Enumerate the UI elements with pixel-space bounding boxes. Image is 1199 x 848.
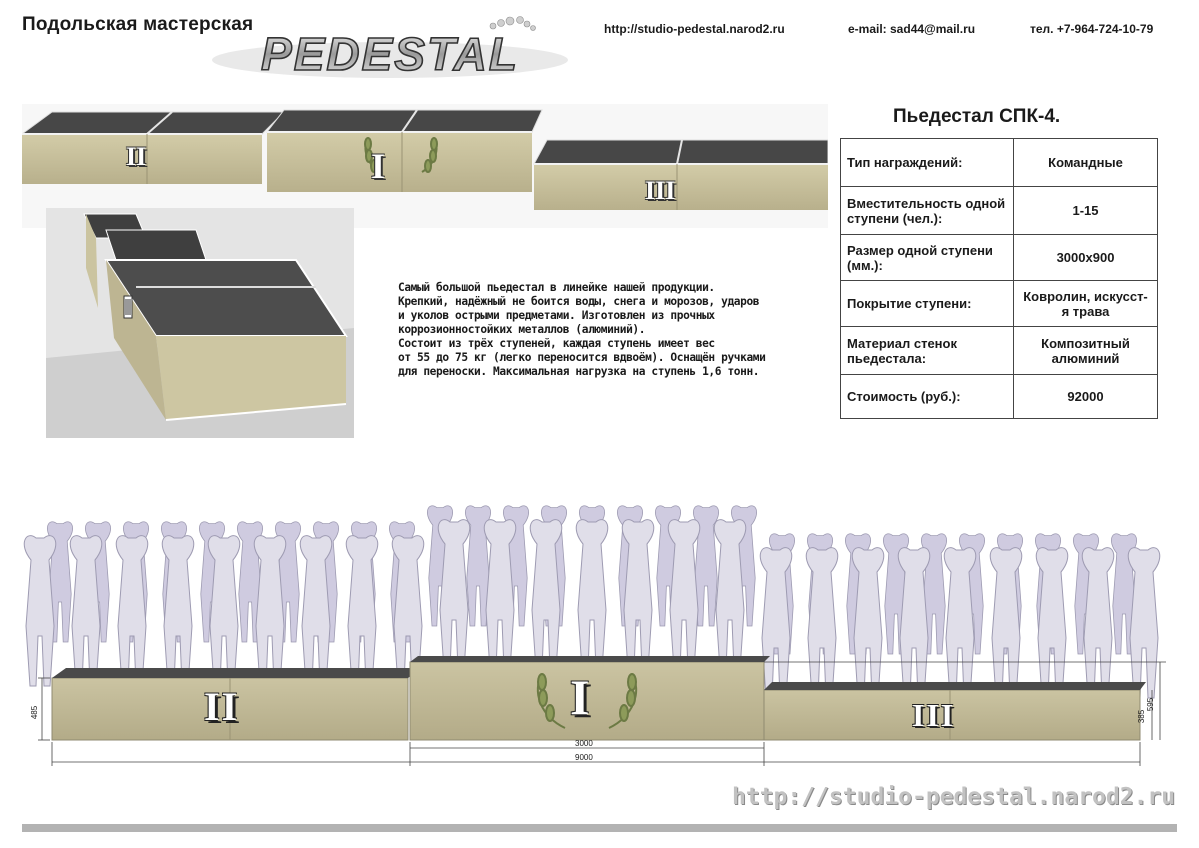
description-line: от 55 до 75 кг (легко переносится вдвоём… (398, 351, 766, 364)
description-line: и уколов острыми предметами. Изготовлен … (398, 309, 715, 322)
spec-label: Размер одной ступени (мм.): (840, 234, 1014, 281)
person-silhouette (805, 547, 839, 699)
spec-value: 1-15 (1013, 186, 1158, 235)
spec-value: 3000x900 (1013, 234, 1158, 281)
place-third-label: III (645, 176, 676, 205)
dim-total-width: 9000 (575, 753, 593, 762)
spec-row: Стоимость (руб.):92000 (840, 374, 1158, 419)
spec-label: Стоимость (руб.): (840, 374, 1014, 419)
person-silhouette (23, 535, 57, 687)
pedestal-render-perspective (46, 208, 354, 438)
description-line: Состоит из трёх ступеней, каждая ступень… (398, 337, 715, 350)
description-line: для переноски. Максимальная нагрузка на … (398, 365, 760, 378)
phone-number: тел. +7-964-724-10-79 (1030, 22, 1154, 36)
spec-value: 92000 (1013, 374, 1158, 419)
diagram-place-second: II (204, 684, 240, 729)
footer-website-link[interactable]: http://studio-pedestal.narod2.ru (732, 784, 1176, 810)
person-silhouette (345, 535, 379, 687)
spec-value: Ковролин, искусст-я трава (1013, 280, 1158, 327)
dimension-lines (38, 661, 1166, 766)
spec-label: Тип награждений: (840, 138, 1014, 187)
dim-left-height: 485 (30, 705, 40, 720)
person-silhouette (1127, 547, 1161, 699)
studio-name: Подольская мастерская (22, 14, 254, 35)
spec-row: Покрытие ступени:Ковролин, искусст-я тра… (840, 280, 1158, 327)
spec-label: Вместительность одной ступени (чел.): (840, 186, 1014, 235)
team-pedestal-diagram (23, 505, 1166, 766)
product-description: Самый большой пьедестал в линейке нашей … (398, 281, 818, 379)
website-link[interactable]: http://studio-pedestal.narod2.ru (604, 22, 785, 36)
diagram-place-first: I (570, 669, 590, 725)
laurel-wreath-icon (364, 137, 438, 173)
spec-row: Тип награждений:Командные (840, 138, 1158, 187)
laurel-wreath-icon (536, 673, 638, 729)
spec-value: Командные (1013, 138, 1158, 187)
diagram-place-third: III (912, 697, 956, 733)
spec-value: Композитный алюминий (1013, 326, 1158, 375)
footer-divider (22, 824, 1177, 832)
dim-right-height-1: 385 (1137, 709, 1147, 724)
spec-row: Вместительность одной ступени (чел.):1-1… (840, 186, 1158, 235)
specs-table: Тип награждений:Командные Вместительност… (840, 138, 1158, 419)
spec-label: Покрытие ступени: (840, 280, 1014, 327)
dim-right-height-2: 595 (1146, 697, 1156, 712)
description-line: коррозионностойких металлов (алюминий). (398, 323, 646, 336)
pedestal-render-front (22, 104, 828, 228)
email-link[interactable]: e-mail: sad44@mail.ru (848, 22, 976, 36)
product-title: Пьедестал СПК-4. (893, 106, 1061, 127)
spec-row: Размер одной ступени (мм.):3000x900 (840, 234, 1158, 281)
description-line: Самый большой пьедестал в линейке нашей … (398, 281, 715, 294)
place-first-label: I (371, 146, 386, 186)
spec-row: Материал стенок пьедестала:Композитный а… (840, 326, 1158, 375)
spec-label: Материал стенок пьедестала: (840, 326, 1014, 375)
person-silhouette (575, 519, 609, 671)
description-line: Крепкий, надёжный не боится воды, снега … (398, 295, 760, 308)
pedestal-logo: PEDESTAL (212, 16, 568, 80)
place-third-mini-icon (123, 295, 133, 319)
svg-text:PEDESTAL: PEDESTAL (261, 28, 519, 80)
place-second-label: II (126, 142, 147, 171)
dim-step-width: 3000 (575, 739, 593, 748)
